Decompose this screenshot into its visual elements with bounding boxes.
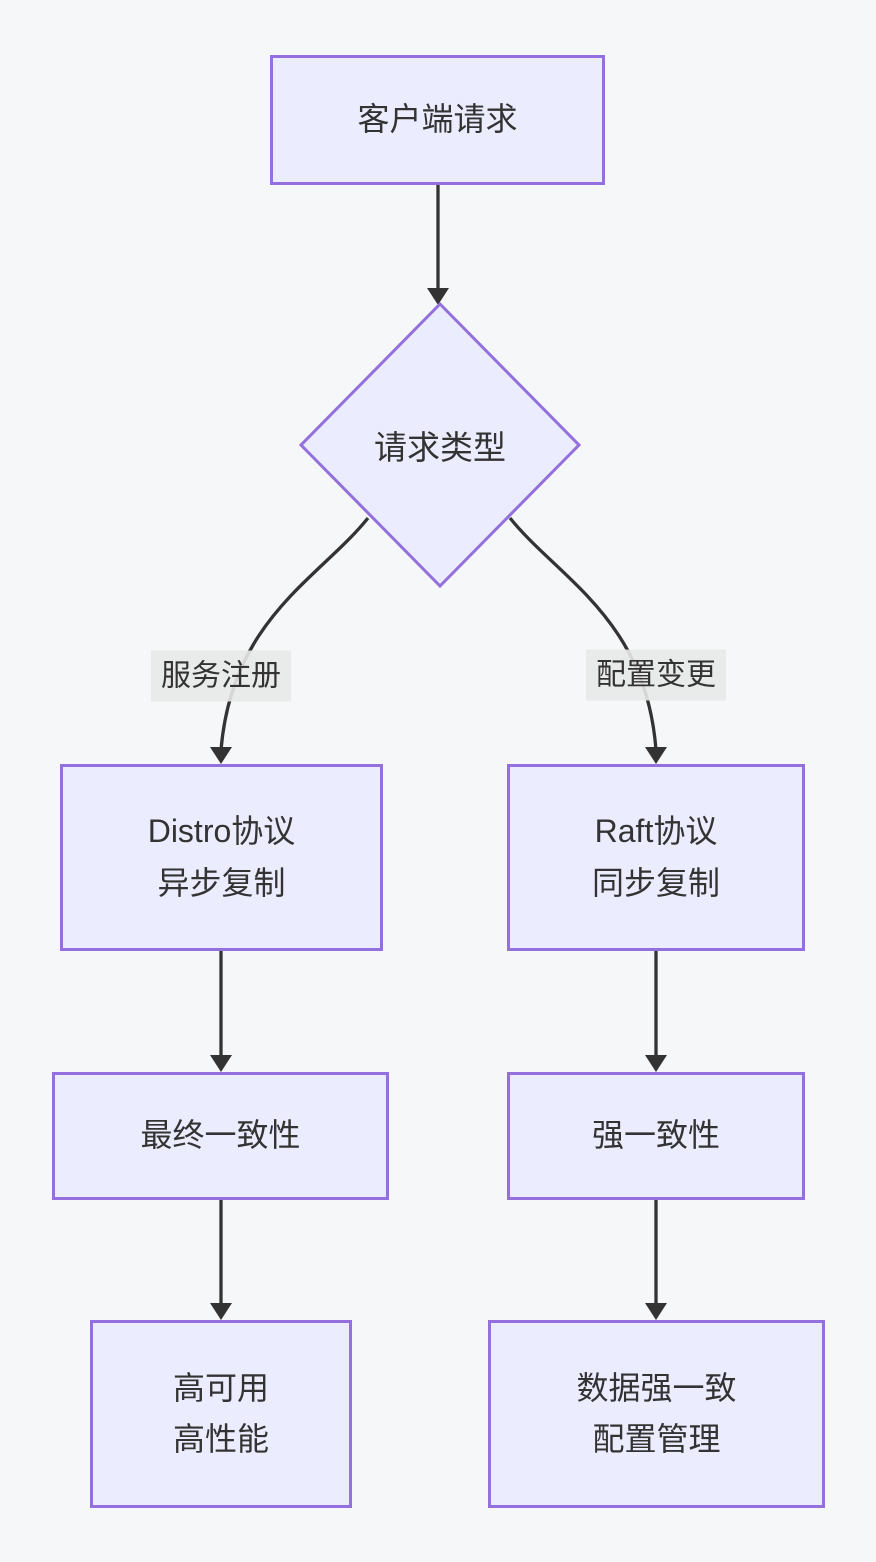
node-raft-protocol-label: Raft协议 同步复制 xyxy=(591,813,720,901)
arrowhead-icon xyxy=(427,288,449,305)
arrowhead-icon xyxy=(645,747,667,764)
arrowhead-icon xyxy=(645,1303,667,1320)
node-client-request: 客户端请求 xyxy=(270,55,605,185)
node-high-availability: 高可用 高性能 xyxy=(90,1320,352,1508)
edge-label-service-registration: 服务注册 xyxy=(151,650,291,702)
node-raft-protocol: Raft协议 同步复制 xyxy=(507,764,805,951)
node-eventual-consistency: 最终一致性 xyxy=(52,1072,389,1200)
arrowhead-icon xyxy=(210,1055,232,1072)
node-config-management-label: 数据强一致 配置管理 xyxy=(576,1369,737,1457)
node-request-type-decision-label: 请求类型 xyxy=(374,429,506,466)
arrowhead-icon xyxy=(210,1303,232,1320)
node-eventual-consistency-label: 最终一致性 xyxy=(140,1117,301,1154)
node-distro-protocol-label: Distro协议 异步复制 xyxy=(147,813,296,901)
edge-label-config-change: 配置变更 xyxy=(586,649,726,701)
node-distro-protocol: Distro协议 异步复制 xyxy=(60,764,383,951)
edge-decision-to-distro xyxy=(219,516,370,751)
node-client-request-label: 客户端请求 xyxy=(357,101,518,138)
arrowhead-icon xyxy=(210,747,232,764)
edge-decision-to-raft xyxy=(508,516,658,751)
node-strong-consistency: 强一致性 xyxy=(507,1072,805,1200)
arrowhead-icon xyxy=(645,1055,667,1072)
node-strong-consistency-label: 强一致性 xyxy=(591,1117,720,1154)
decision-diamond-shape xyxy=(298,301,582,589)
node-config-management: 数据强一致 配置管理 xyxy=(488,1320,825,1508)
node-high-availability-label: 高可用 高性能 xyxy=(172,1369,269,1457)
